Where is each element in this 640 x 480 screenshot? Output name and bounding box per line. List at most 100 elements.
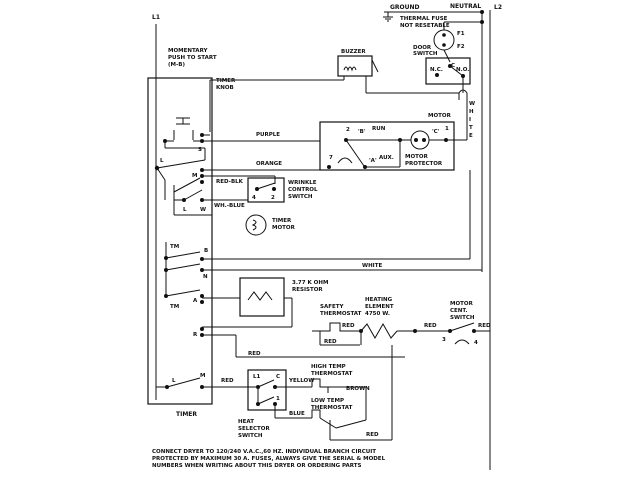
footnote-line-2: PROTECTED BY MAXIMUM 30 A. FUSES, ALWAYS… bbox=[152, 456, 386, 462]
svg-text:SWITCH: SWITCH bbox=[288, 194, 313, 200]
svg-text:T: T bbox=[469, 125, 473, 131]
timer-box bbox=[147, 77, 213, 405]
svg-text:B: B bbox=[204, 248, 208, 254]
svg-text:MOTOR: MOTOR bbox=[272, 225, 296, 231]
svg-text:M: M bbox=[200, 373, 205, 379]
svg-text:1: 1 bbox=[276, 396, 280, 402]
svg-text:L1: L1 bbox=[253, 374, 261, 380]
svg-text:RED: RED bbox=[221, 378, 234, 384]
svg-text:E: E bbox=[469, 133, 473, 139]
svg-text:WH.-BLUE: WH.-BLUE bbox=[214, 203, 245, 209]
resistor-box bbox=[239, 277, 285, 317]
svg-text:I: I bbox=[469, 117, 471, 123]
svg-text:MOTOR: MOTOR bbox=[428, 113, 452, 119]
svg-text:SWITCH: SWITCH bbox=[450, 315, 475, 321]
svg-text:M: M bbox=[192, 173, 197, 179]
svg-text:SWITCH: SWITCH bbox=[238, 433, 263, 439]
svg-text:L: L bbox=[183, 207, 187, 213]
svg-text:R: R bbox=[193, 332, 198, 338]
svg-text:4: 4 bbox=[474, 340, 478, 346]
high-temp-thermostat-icon bbox=[311, 378, 350, 388]
svg-text:SELECTOR: SELECTOR bbox=[238, 426, 270, 432]
door-switch-box bbox=[425, 57, 471, 85]
svg-text:'B': 'B' bbox=[358, 129, 366, 135]
svg-text:PURPLE: PURPLE bbox=[256, 132, 280, 138]
svg-text:RED-BLK: RED-BLK bbox=[216, 179, 244, 185]
svg-text:A: A bbox=[193, 298, 198, 304]
svg-text:BROWN: BROWN bbox=[346, 386, 370, 392]
footnote-line-1: CONNECT DRYER TO 120/240 V.A.C.,60 HZ. I… bbox=[152, 449, 376, 455]
svg-text:(M-B): (M-B) bbox=[168, 62, 185, 68]
svg-text:L: L bbox=[160, 158, 164, 164]
svg-text:MOTOR: MOTOR bbox=[450, 301, 474, 307]
svg-text:MOTOR: MOTOR bbox=[405, 154, 429, 160]
svg-text:THERMOSTAT: THERMOSTAT bbox=[320, 311, 362, 317]
svg-text:YELLOW: YELLOW bbox=[288, 378, 314, 384]
svg-text:'C': 'C' bbox=[432, 129, 440, 135]
ground-label: GROUND bbox=[390, 4, 420, 11]
buzzer-label: BUZZER bbox=[341, 49, 366, 55]
svg-text:WRINKLE: WRINKLE bbox=[288, 180, 317, 186]
svg-text:TIMER: TIMER bbox=[216, 78, 236, 84]
footnote-line-3: NUMBERS WHEN WRITING ABOUT THIS DRYER OR… bbox=[152, 463, 362, 469]
svg-text:MOMENTARY: MOMENTARY bbox=[168, 48, 208, 54]
svg-text:3.77 K OHM: 3.77 K OHM bbox=[292, 280, 328, 286]
svg-text:ORANGE: ORANGE bbox=[256, 161, 282, 167]
svg-text:TIMER: TIMER bbox=[272, 218, 292, 224]
svg-text:BLUE: BLUE bbox=[289, 411, 305, 417]
svg-text:HIGH TEMP: HIGH TEMP bbox=[311, 364, 346, 370]
svg-text:CONTROL: CONTROL bbox=[288, 187, 318, 193]
svg-text:AUX.: AUX. bbox=[379, 155, 394, 161]
svg-text:RED: RED bbox=[478, 323, 491, 329]
svg-text:C: C bbox=[276, 374, 280, 380]
svg-text:2: 2 bbox=[346, 127, 350, 133]
svg-text:RED: RED bbox=[324, 339, 337, 345]
low-temp-thermostat-icon bbox=[311, 409, 321, 418]
svg-text:F1: F1 bbox=[457, 31, 465, 37]
svg-text:S: S bbox=[198, 147, 202, 153]
timer-label: TIMER bbox=[176, 411, 197, 418]
safety-thermostat-icon bbox=[312, 322, 360, 332]
svg-text:W: W bbox=[200, 207, 206, 213]
svg-text:4750 W.: 4750 W. bbox=[365, 311, 390, 317]
svg-text:4: 4 bbox=[252, 195, 256, 201]
svg-text:RED: RED bbox=[424, 323, 437, 329]
svg-text:RESISTOR: RESISTOR bbox=[292, 287, 323, 293]
svg-text:RED: RED bbox=[342, 323, 355, 329]
svg-text:N: N bbox=[203, 274, 208, 280]
heat-selector-switch-box bbox=[247, 369, 287, 411]
svg-text:PUSH TO START: PUSH TO START bbox=[168, 55, 217, 61]
svg-text:HEAT: HEAT bbox=[238, 419, 254, 425]
svg-text:3: 3 bbox=[442, 337, 446, 343]
svg-text:1: 1 bbox=[445, 126, 449, 132]
svg-text:DOOR: DOOR bbox=[413, 45, 432, 51]
svg-text:RED: RED bbox=[366, 432, 379, 438]
svg-text:PROTECTOR: PROTECTOR bbox=[405, 161, 443, 167]
svg-text:L: L bbox=[172, 378, 176, 384]
svg-text:N.O.: N.O. bbox=[456, 67, 469, 73]
svg-text:N.C.: N.C. bbox=[430, 67, 443, 73]
svg-text:H: H bbox=[469, 109, 474, 115]
svg-text:THERMOSTAT: THERMOSTAT bbox=[311, 371, 353, 377]
thermal-fuse-label-1: THERMAL FUSE bbox=[400, 16, 448, 22]
heating-element-icon bbox=[360, 322, 398, 340]
l2-label: L2 bbox=[494, 4, 502, 11]
motor-protector-icon bbox=[410, 130, 430, 150]
svg-text:RED: RED bbox=[248, 351, 261, 357]
thermal-fuse-icon bbox=[433, 29, 455, 51]
svg-text:W: W bbox=[469, 101, 475, 107]
svg-text:7: 7 bbox=[329, 155, 333, 161]
svg-text:THERMOSTAT: THERMOSTAT bbox=[311, 405, 353, 411]
svg-text:'A': 'A' bbox=[369, 158, 377, 164]
timer-motor-icon bbox=[245, 214, 267, 236]
l1-label: L1 bbox=[152, 14, 160, 21]
buzzer-icon bbox=[337, 55, 373, 77]
svg-text:KNOB: KNOB bbox=[216, 85, 234, 91]
svg-text:ELEMENT: ELEMENT bbox=[365, 304, 394, 310]
svg-text:HEATING: HEATING bbox=[365, 297, 393, 303]
svg-text:SAFETY: SAFETY bbox=[320, 304, 344, 310]
svg-text:RUN: RUN bbox=[372, 126, 386, 132]
wrinkle-switch-box bbox=[247, 177, 285, 203]
svg-text:C: C bbox=[451, 63, 455, 69]
